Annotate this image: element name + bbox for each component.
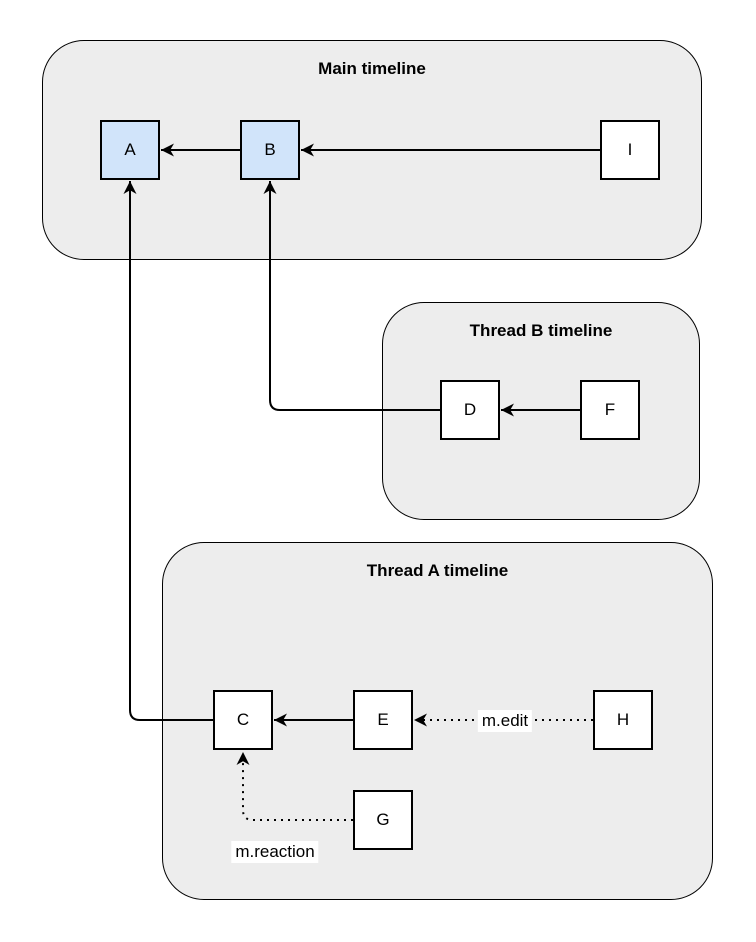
event-node-g: G xyxy=(353,790,413,850)
event-node-c: C xyxy=(213,690,273,750)
event-node-i: I xyxy=(600,120,660,180)
thread-b-timeline-title: Thread B timeline xyxy=(469,321,613,340)
event-node-h: H xyxy=(593,690,653,750)
thread-b-timeline-container: Thread B timeline xyxy=(382,302,700,520)
event-node-d: D xyxy=(440,380,500,440)
thread-a-timeline-title: Thread A timeline xyxy=(366,561,509,580)
event-node-e: E xyxy=(353,690,413,750)
event-node-f: F xyxy=(580,380,640,440)
edge-label-m-edit: m.edit xyxy=(477,710,533,732)
event-node-b: B xyxy=(240,120,300,180)
main-timeline-title: Main timeline xyxy=(318,59,426,78)
event-node-a: A xyxy=(100,120,160,180)
edge-label-m-reaction: m.reaction xyxy=(231,841,319,863)
